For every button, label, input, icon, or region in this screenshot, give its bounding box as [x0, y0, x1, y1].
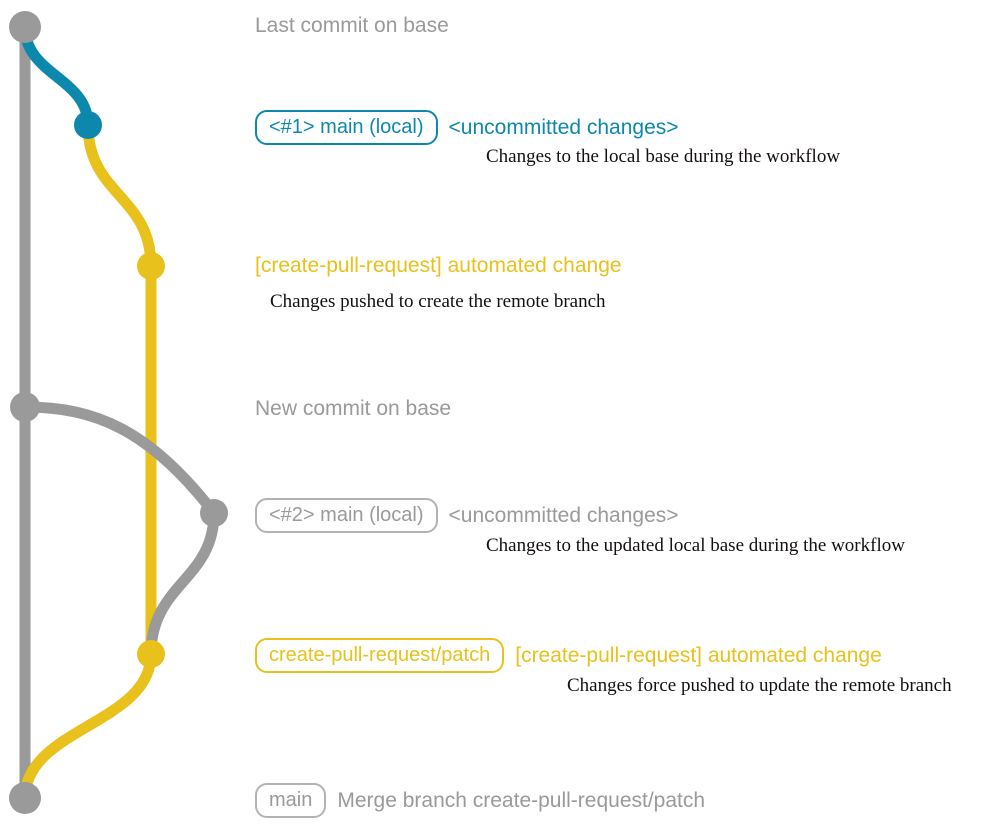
- commit-title-uncommitted-changes-2: <uncommitted changes>: [448, 504, 679, 527]
- commit-title-automated-change-2: [create-pull-request] automated change: [515, 644, 882, 667]
- row-local-1: <#1> main (local) <uncommitted changes>: [255, 110, 679, 145]
- edge-base-to-local-2: [19, 401, 220, 519]
- edge-patch-merge-to-base: [19, 648, 157, 804]
- commit-node-local-2[interactable]: [200, 499, 228, 527]
- row-last-commit-on-base: Last commit on base: [255, 15, 449, 36]
- row-local-2: <#2> main (local) <uncommitted changes>: [255, 498, 679, 533]
- commit-title-merge-branch: Merge branch create-pull-request/patch: [337, 789, 706, 812]
- row-new-commit-on-base: New commit on base: [255, 398, 451, 419]
- branch-pill-create-pull-request-patch[interactable]: create-pull-request/patch: [255, 638, 505, 673]
- commit-node-patch-2[interactable]: [137, 640, 165, 668]
- branch-pill-main[interactable]: main: [255, 783, 327, 818]
- subnote-automated-change-2: Changes force pushed to update the remot…: [567, 675, 952, 696]
- commit-node-local-1[interactable]: [74, 111, 102, 139]
- subnote-local-1: Changes to the local base during the wor…: [486, 146, 841, 167]
- commit-node-patch-1[interactable]: [137, 252, 165, 280]
- commit-node-base-last[interactable]: [9, 11, 41, 43]
- edge-local-2-to-patch-2: [145, 507, 220, 660]
- edge-local-to-patch-1: [82, 119, 157, 272]
- row-automated-change-2: create-pull-request/patch [create-pull-r…: [255, 638, 882, 673]
- commit-title-new-commit-on-base: New commit on base: [255, 397, 452, 420]
- commit-nodes: [9, 11, 228, 814]
- row-merge: main Merge branch create-pull-request/pa…: [255, 783, 705, 818]
- row-automated-change-1: [create-pull-request] automated change: [255, 255, 622, 276]
- commit-title-uncommitted-changes-1: <uncommitted changes>: [448, 116, 679, 139]
- subnote-local-2: Changes to the updated local base during…: [486, 535, 905, 556]
- commit-node-base-new[interactable]: [10, 392, 40, 422]
- branch-pill-main-local-1[interactable]: <#1> main (local): [255, 110, 438, 145]
- edge-base-to-local: [19, 21, 94, 131]
- subnote-automated-change-1: Changes pushed to create the remote bran…: [270, 291, 606, 312]
- commit-title-last-commit-on-base: Last commit on base: [255, 14, 449, 37]
- branch-pill-main-local-2[interactable]: <#2> main (local): [255, 498, 438, 533]
- commit-title-automated-change-1: [create-pull-request] automated change: [255, 254, 622, 277]
- commit-node-base-merge[interactable]: [9, 782, 41, 814]
